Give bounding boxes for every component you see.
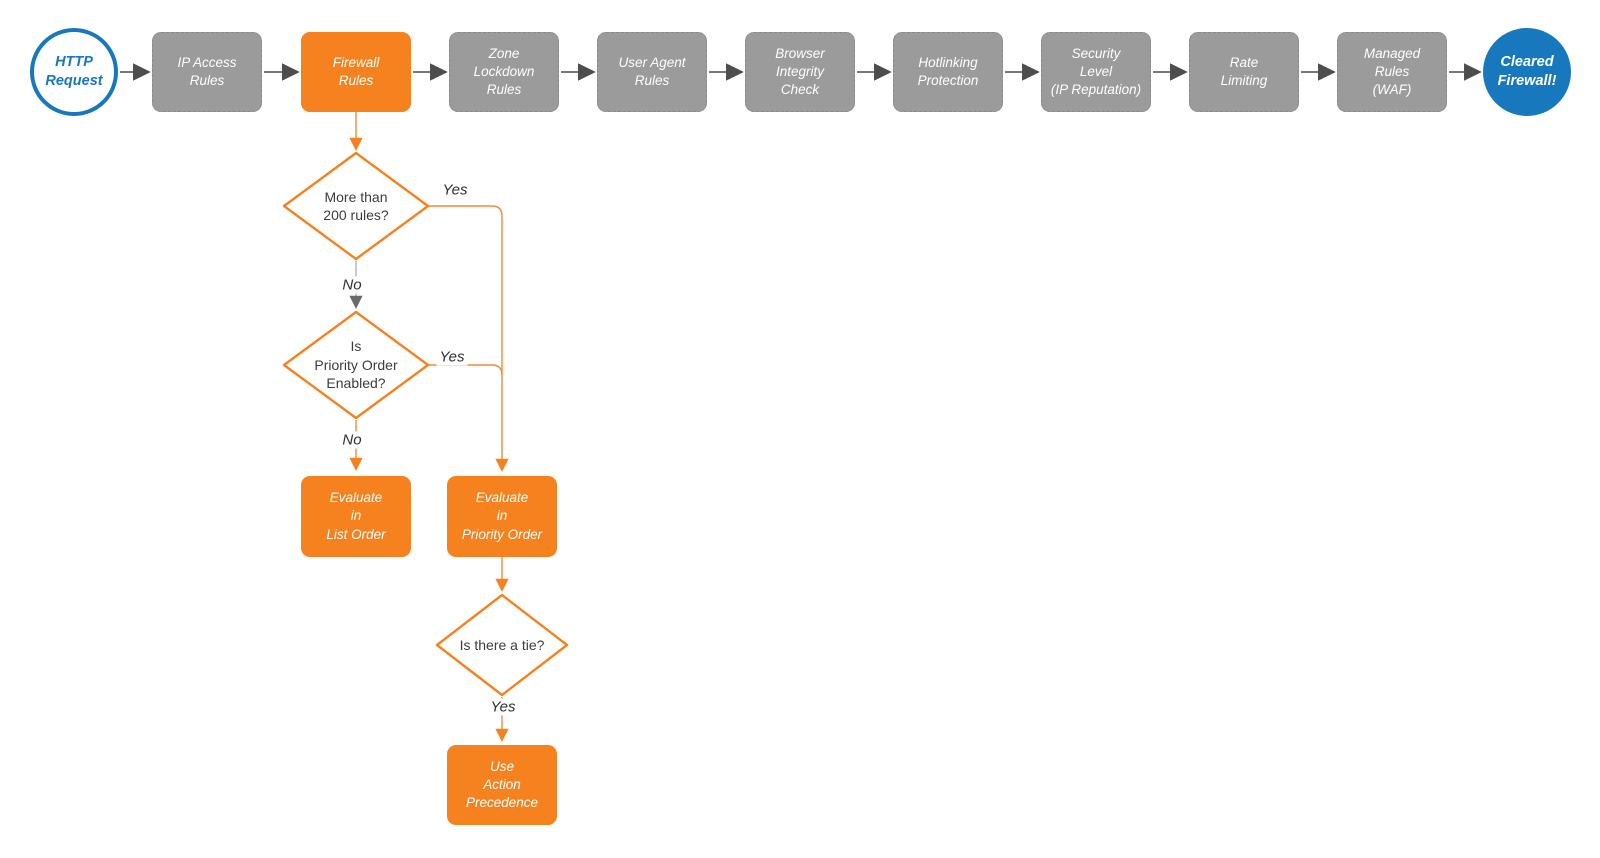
wire-label-no-priority-order: No: [339, 431, 365, 449]
wire-yes-priority-enabled-merge: [428, 364, 503, 376]
wire-label-yes-tie: Yes: [487, 698, 519, 716]
wire-label-no-rules-count: No: [339, 276, 365, 294]
end-node-cleared-firewall: Cleared Firewall!: [1483, 28, 1571, 116]
node-label: Evaluate in Priority Order: [461, 490, 543, 542]
decision-tie-question: Is there a tie?: [459, 636, 545, 653]
decision-priority-order-question: Is Priority Order Enabled?: [314, 338, 398, 392]
pipeline-node-ip-access-rules: IP Access Rules: [152, 32, 262, 112]
node-label: IP Access Rules: [177, 54, 237, 88]
decision-rules-count-question: More than 200 rules?: [323, 188, 389, 223]
node-label: Use Action Precedence: [465, 758, 539, 811]
pipeline-node-browser-integrity-check: Browser Integrity Check: [745, 32, 855, 112]
end-node-label: Cleared Firewall!: [1497, 54, 1557, 89]
start-node-http-request: HTTP Request: [30, 28, 118, 116]
pipeline-node-zone-lockdown-rules: Zone Lockdown Rules: [449, 32, 559, 112]
pipeline-node-security-level: Security Level (IP Reputation): [1041, 32, 1151, 112]
node-label: Browser Integrity Check: [775, 45, 825, 98]
decision-diamond-priority-order: [282, 310, 430, 420]
pipeline-node-managed-rules-waf: Managed Rules (WAF): [1337, 32, 1447, 112]
node-label: Firewall Rules: [332, 54, 380, 88]
pipeline-node-rate-limiting: Rate Limiting: [1189, 32, 1299, 112]
pipeline-node-hotlinking-protection: Hotlinking Protection: [893, 32, 1003, 112]
decision-diamond-tie: [435, 593, 569, 697]
start-node-label: HTTP Request: [45, 54, 103, 89]
pipeline-node-user-agent-rules: User Agent Rules: [597, 32, 707, 112]
wire-label-yes-rules-count: Yes: [439, 181, 471, 199]
wire-label-yes-priority-order: Yes: [436, 348, 468, 366]
node-label: User Agent Rules: [618, 54, 686, 88]
node-label: Evaluate in List Order: [326, 490, 386, 542]
node-label: Zone Lockdown Rules: [473, 45, 535, 98]
process-evaluate-priority-order: Evaluate in Priority Order: [447, 476, 557, 557]
node-label: Hotlinking Protection: [917, 54, 979, 88]
process-evaluate-list-order: Evaluate in List Order: [301, 476, 411, 557]
node-label: Rate Limiting: [1220, 54, 1268, 88]
pipeline-node-firewall-rules: Firewall Rules: [301, 32, 411, 112]
process-use-action-precedence: Use Action Precedence: [447, 745, 557, 825]
node-label: Managed Rules (WAF): [1363, 45, 1421, 98]
node-label: Security Level (IP Reputation): [1050, 45, 1142, 98]
wire-yes-rules-count-to-priority-box: [428, 205, 509, 472]
decision-diamond-rules-count: [282, 151, 430, 261]
